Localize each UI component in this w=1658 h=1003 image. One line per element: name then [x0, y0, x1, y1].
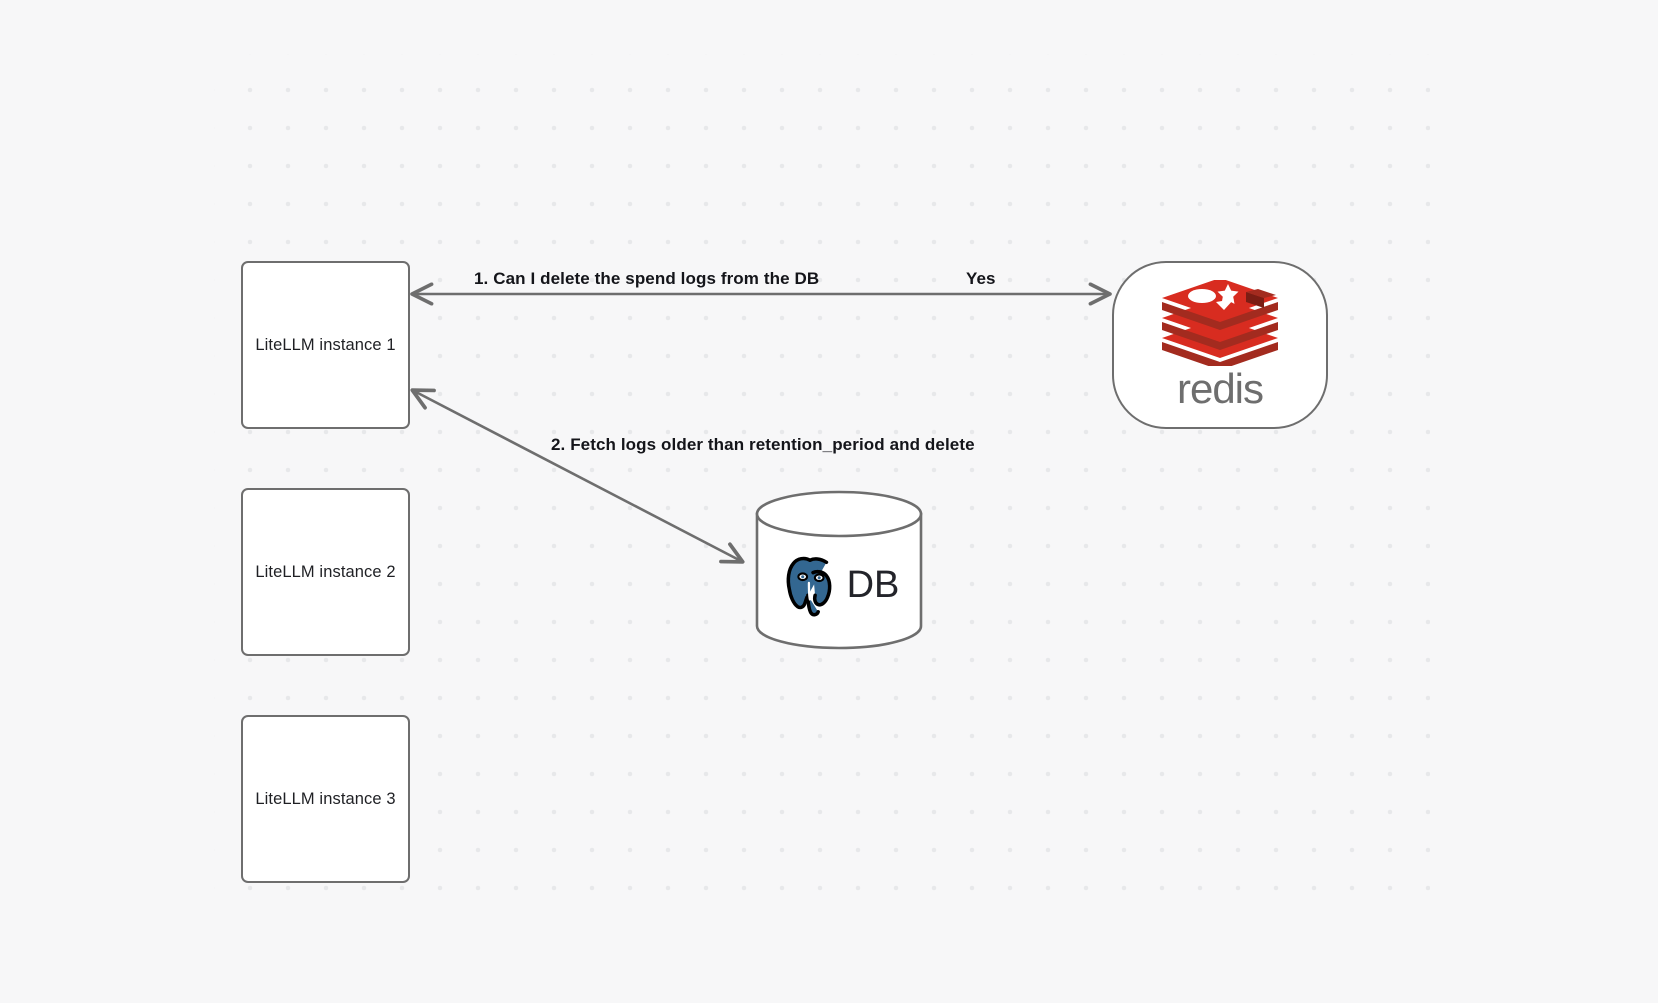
- node-database-label: DB: [846, 564, 900, 606]
- edge-label-step-1: 1. Can I delete the spend logs from the …: [474, 269, 820, 288]
- node-redis-label: redis: [1176, 365, 1264, 412]
- node-litellm-instance-2[interactable]: LiteLLM instance 2: [241, 488, 410, 656]
- redis-logo-icon: [1162, 280, 1278, 366]
- node-litellm-instance-1[interactable]: LiteLLM instance 1: [241, 261, 410, 429]
- edge-label-step-2: 2. Fetch logs older than retention_perio…: [551, 435, 975, 454]
- node-database[interactable]: DB: [753, 490, 925, 650]
- edge-label-yes: Yes: [966, 269, 996, 288]
- cylinder-shape: [755, 490, 923, 650]
- node-litellm-instance-3[interactable]: LiteLLM instance 3: [241, 715, 410, 883]
- edge-litellm1-db: [410, 388, 745, 564]
- node-litellm-instance-1-label: LiteLLM instance 1: [255, 335, 396, 354]
- postgresql-elephant-icon: [786, 556, 832, 617]
- node-litellm-instance-2-label: LiteLLM instance 2: [255, 562, 396, 581]
- node-litellm-instance-3-label: LiteLLM instance 3: [255, 789, 396, 808]
- node-redis[interactable]: redis: [1112, 261, 1328, 429]
